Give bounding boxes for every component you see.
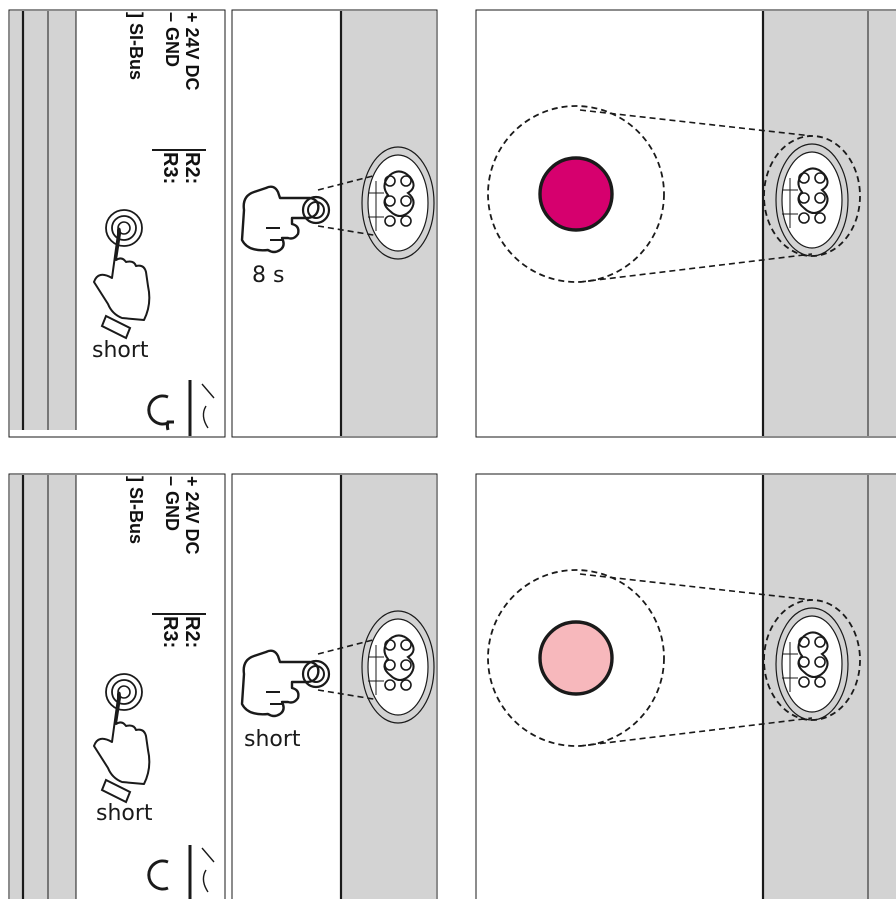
- hand-middle-label: 8 s: [252, 263, 284, 288]
- label-r2: R2:: [181, 616, 203, 648]
- button-icon: [361, 610, 435, 724]
- label-minus-gnd: – GND: [162, 12, 182, 67]
- panel-led-zoom: [475, 473, 896, 899]
- button-icon: [361, 146, 435, 260]
- button-icon: [775, 143, 849, 257]
- label-r2: R2:: [181, 152, 203, 184]
- panel-press-button: 8 s: [231, 9, 438, 438]
- row-top: + 24V DC – GND ] SI-Bus R2: R3: short: [8, 9, 896, 438]
- label-minus-gnd: – GND: [162, 476, 182, 531]
- panel-terminals: + 24V DC – GND ] SI-Bus R2: R3: short: [8, 9, 226, 438]
- label-plus-24v: + 24V DC: [182, 476, 202, 555]
- label-si-bus: ] SI-Bus: [126, 476, 146, 544]
- label-r3: R3:: [159, 152, 181, 184]
- panel-led-zoom: [475, 9, 896, 438]
- label-r3: R3:: [159, 616, 181, 648]
- ce-mark-icon: [147, 380, 215, 436]
- hand-left-label: short: [92, 338, 149, 363]
- ce-mark-icon: [147, 845, 215, 899]
- panel-terminals: + 24V DC – GND ] SI-Bus R2: R3: short: [8, 473, 226, 899]
- label-plus-24v: + 24V DC: [182, 12, 202, 91]
- button-icon: [775, 607, 849, 721]
- led-indicator: [538, 620, 614, 696]
- hand-left-label: short: [96, 801, 153, 826]
- hand-middle-label: short: [244, 727, 301, 752]
- row-bottom: + 24V DC – GND ] SI-Bus R2: R3: short sh…: [8, 473, 896, 899]
- label-si-bus: ] SI-Bus: [126, 12, 146, 80]
- panel-press-button: short: [231, 473, 438, 899]
- led-indicator: [538, 156, 614, 232]
